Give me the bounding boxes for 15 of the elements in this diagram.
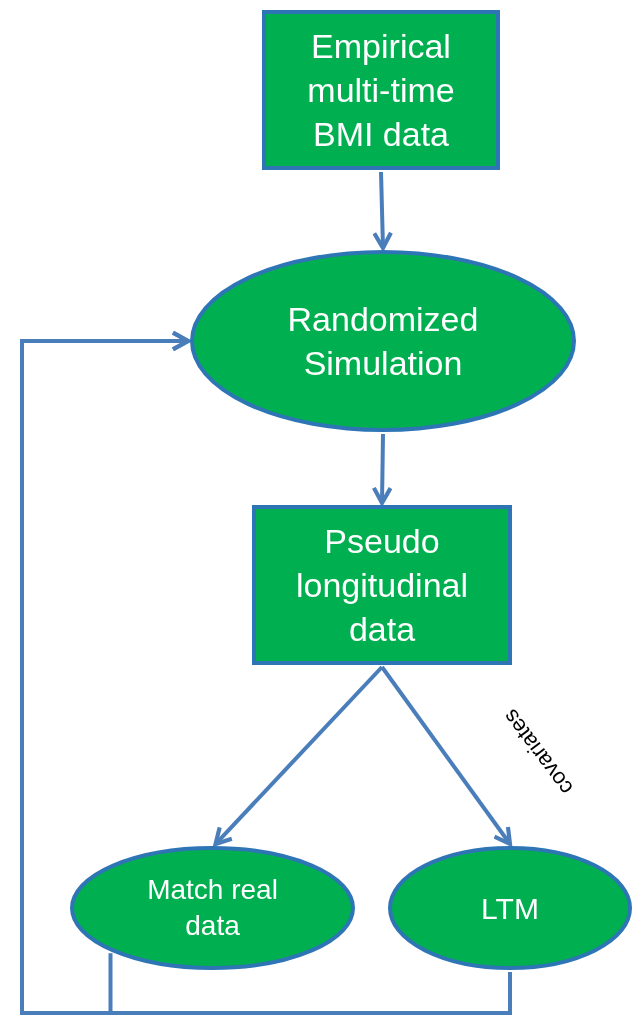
process-ellipse	[388, 846, 632, 970]
arrow	[20, 330, 512, 1015]
arrow	[372, 171, 393, 251]
node-label: Match real data	[146, 872, 279, 943]
process-ellipse	[190, 250, 576, 432]
node-label: Pseudo longitudinal data	[295, 520, 469, 651]
process-ellipse	[70, 846, 355, 970]
process-box	[252, 505, 512, 665]
arrow	[371, 433, 393, 506]
process-box	[262, 10, 500, 170]
node-label: LTM	[481, 890, 539, 927]
arrow	[380, 665, 513, 847]
node-label: Empirical multi-time BMI data	[306, 25, 456, 156]
arrow	[213, 665, 384, 847]
node-label: Randomized Simulation	[286, 298, 480, 384]
